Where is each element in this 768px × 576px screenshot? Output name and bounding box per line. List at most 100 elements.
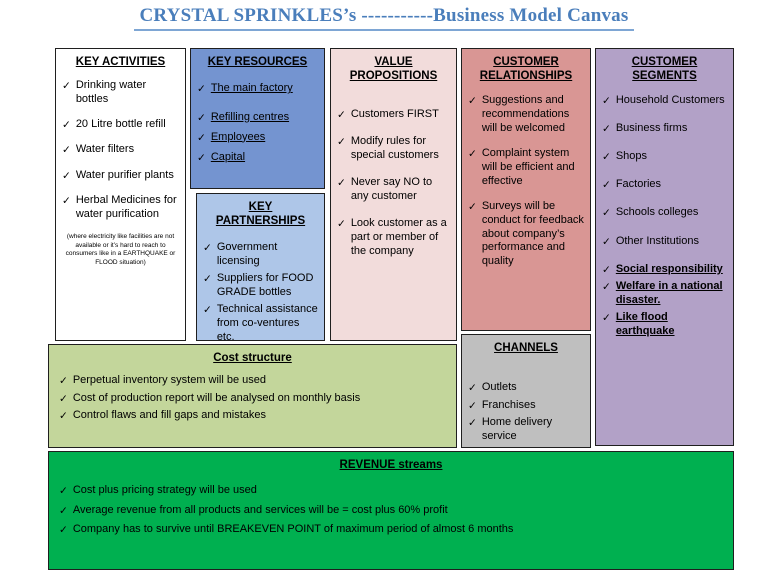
list-item: ✓Schools colleges xyxy=(602,206,727,220)
list-item: ✓Look customer as a part or member of th… xyxy=(337,217,450,259)
item-text: Social responsibility xyxy=(615,262,723,275)
item-text: Factories xyxy=(615,178,662,191)
check-icon: ✓ xyxy=(602,311,611,324)
check-icon: ✓ xyxy=(468,94,477,107)
list-item: ✓ Other Institutions xyxy=(602,235,727,249)
list-item: ✓ Cost of production report will be analy… xyxy=(59,392,446,406)
value-propositions-box: VALUE PROPOSITIONS ✓ Customers FIRST ✓ Mod… xyxy=(330,48,457,341)
list-item: ✓Never say NO to any customer xyxy=(337,176,450,204)
item-text: Household Customers xyxy=(615,93,725,106)
list-item: ✓ Drinking water bottles xyxy=(62,79,179,107)
list-item: ✓Water purifier plants xyxy=(62,169,179,183)
check-icon: ✓ xyxy=(62,169,71,182)
list-item: ✓Suggestions and recommendations will be… xyxy=(468,94,584,136)
item-text: Other Institutions xyxy=(615,234,699,247)
list-item: ✓ The main factory xyxy=(197,82,318,96)
check-icon: ✓ xyxy=(62,144,71,157)
check-icon: ✓ xyxy=(203,272,212,285)
list-item: ✓Employees xyxy=(197,131,318,145)
check-icon: ✓ xyxy=(602,151,611,164)
item-text: Refilling centres xyxy=(210,110,290,123)
list-item: ✓ Social responsibility xyxy=(602,263,727,277)
key-resources-title: KEY RESOURCES xyxy=(207,56,308,68)
key-partnerships-box: KEY PARTNERSHIPS ✓ Government licensing ✓… xyxy=(196,193,325,343)
check-icon: ✓ xyxy=(197,131,206,144)
check-icon: ✓ xyxy=(59,375,68,388)
list-item: ✓ Cost plus pricing strategy will be used xyxy=(59,484,723,498)
item-text: Control flaws and fill gaps and mistakes xyxy=(72,408,267,421)
check-icon: ✓ xyxy=(468,200,477,213)
list-item: ✓ Household Customers xyxy=(602,94,727,108)
item-text: Suppliers for FOOD GRADE bottles xyxy=(216,271,314,298)
list-item: ✓ Capital xyxy=(197,151,318,165)
list-item: ✓Company has to survive until BREAKEVEN … xyxy=(59,523,723,537)
customer-segments-title: CUSTOMER SEGMENTS xyxy=(631,56,698,83)
customer-relationships-box: CUSTOMER RELATIONSHIPS ✓Suggestions and … xyxy=(461,48,591,331)
list-item: ✓ Modify rules for special customers xyxy=(337,135,450,163)
list-item: ✓ Government licensing xyxy=(203,241,318,269)
key-partnerships-title: KEY PARTNERSHIPS xyxy=(215,201,306,228)
key-activities-box: KEY ACTIVITIES ✓ Drinking water bottles ✓… xyxy=(55,48,186,341)
item-text: Government licensing xyxy=(216,240,278,267)
check-icon: ✓ xyxy=(337,135,346,148)
list-item: ✓Water filters xyxy=(62,143,179,157)
list-item: ✓ Average revenue from all products and s… xyxy=(59,504,723,518)
channels-title: CHANNELS xyxy=(494,342,558,354)
check-icon: ✓ xyxy=(59,485,68,498)
check-icon: ✓ xyxy=(468,147,477,160)
page-title-text: CRYSTAL SPRINKLES’s -----------Business … xyxy=(133,5,635,31)
revenue-streams-box: REVENUE streams ✓Cost plus pricing strat… xyxy=(48,451,734,570)
list-item: ✓Home delivery service xyxy=(468,416,584,444)
check-icon: ✓ xyxy=(602,207,611,220)
customer-segments-box: CUSTOMER SEGMENTS ✓ Household Customers ✓… xyxy=(595,48,734,446)
check-icon: ✓ xyxy=(197,151,206,164)
check-icon: ✓ xyxy=(62,119,71,132)
item-text: Look customer as a part or member of the… xyxy=(350,216,447,257)
item-text: Welfare in a national disaster. xyxy=(615,279,723,306)
key-resources-box: KEY RESOURCES ✓ The main factory ✓ Refilli… xyxy=(190,48,325,189)
item-text: Modify rules for special customers xyxy=(350,134,439,161)
item-text: Like flood earthquake xyxy=(615,310,675,337)
item-text: Drinking water bottles xyxy=(75,79,147,106)
item-text: The main factory xyxy=(210,82,293,95)
check-icon: ✓ xyxy=(59,392,68,405)
check-icon: ✓ xyxy=(468,399,477,412)
key-activities-title: KEY ACTIVITIES xyxy=(75,56,166,68)
item-text: Complaint system will be efficient and e… xyxy=(481,146,575,187)
check-icon: ✓ xyxy=(197,83,206,96)
check-icon: ✓ xyxy=(602,94,611,107)
check-icon: ✓ xyxy=(602,122,611,135)
item-text: Never say NO to any customer xyxy=(350,175,433,202)
value-propositions-title: VALUE PROPOSITIONS xyxy=(349,56,438,83)
item-text: 20 Litre bottle refill xyxy=(75,118,166,131)
check-icon: ✓ xyxy=(602,280,611,293)
item-text: Capital xyxy=(210,150,246,163)
list-item: ✓Outlets xyxy=(468,381,584,395)
key-activities-note: (where electricity like facilities are n… xyxy=(65,232,176,267)
check-icon: ✓ xyxy=(602,263,611,276)
item-text: Surveys will be conduct for feedback abo… xyxy=(481,199,584,268)
list-item: ✓Perpetual inventory system will be used xyxy=(59,374,446,388)
item-text: Customers FIRST xyxy=(350,107,439,120)
list-item: ✓Technical assistance from co-ventures e… xyxy=(203,303,318,345)
check-icon: ✓ xyxy=(602,235,611,248)
check-icon: ✓ xyxy=(203,241,212,254)
check-icon: ✓ xyxy=(602,179,611,192)
check-icon: ✓ xyxy=(62,80,71,93)
item-text: Cost plus pricing strategy will be used xyxy=(72,484,257,497)
list-item: ✓ Suppliers for FOOD GRADE bottles xyxy=(203,272,318,300)
item-text: Cost of production report will be analys… xyxy=(72,391,361,404)
item-text: Technical assistance from co-ventures et… xyxy=(216,302,318,343)
cost-structure-box: Cost structure ✓Perpetual inventory syst… xyxy=(48,344,457,448)
list-item: ✓ Surveys will be conduct for feedback ab… xyxy=(468,200,584,270)
check-icon: ✓ xyxy=(59,523,68,536)
list-item: ✓ Like flood earthquake xyxy=(602,311,727,339)
check-icon: ✓ xyxy=(59,504,68,517)
list-item: ✓Herbal Medicines for water purification xyxy=(62,194,179,222)
item-text: Average revenue from all products and se… xyxy=(72,503,448,516)
item-text: Franchises xyxy=(481,398,536,411)
page-title: CRYSTAL SPRINKLES’s -----------Business … xyxy=(0,5,768,31)
list-item: ✓ Complaint system will be efficient and … xyxy=(468,147,584,189)
list-item: ✓ 20 Litre bottle refill xyxy=(62,118,179,132)
